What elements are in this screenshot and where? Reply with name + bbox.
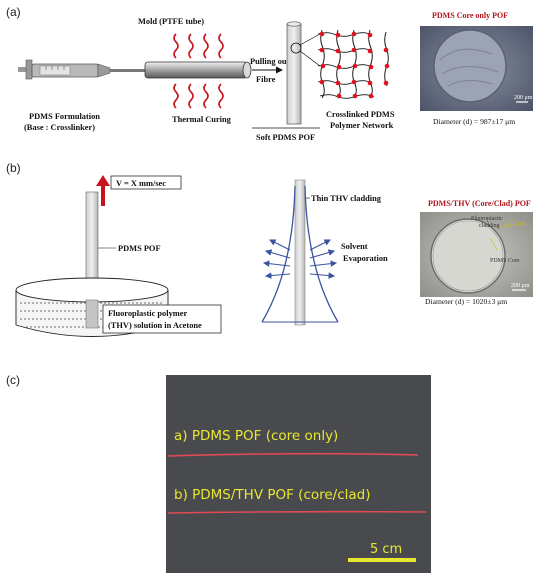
diameter-a: Diameter (d) = 987±17 μm	[433, 117, 515, 126]
heat-waves-bottom-icon	[173, 83, 224, 109]
solution-label-2: (THV) solution in Acetone	[108, 321, 202, 330]
pull-up-arrow-icon	[96, 175, 110, 206]
network-label: Crosslinked PDMS	[326, 110, 395, 119]
panel-a-tag: (a)	[6, 5, 21, 19]
clad-fibre	[261, 179, 339, 326]
thickness-label: ~10.2 μm	[503, 221, 526, 227]
panel-b-tag: (b)	[6, 161, 21, 175]
beaker	[15, 277, 169, 337]
pof-label: PDMS POF	[118, 244, 161, 253]
micro-a-title: PDMS Core only POF	[432, 11, 508, 20]
fiber-photo	[166, 375, 431, 573]
cladding-label: Thin THV cladding	[311, 194, 382, 203]
micrograph-a: 200 μm	[420, 26, 533, 111]
scale-bar	[348, 558, 416, 562]
mold-label: Mold (PTFE tube)	[138, 17, 204, 26]
micro-b-title: PDMS/THV (Core/Clad) POF	[428, 199, 531, 208]
pulling-fibre-label: Fibre	[256, 75, 276, 84]
fiber-a-label: a) PDMS POF (core only)	[174, 428, 338, 444]
pulling-label: Pulling out	[250, 57, 290, 66]
panel-b: (b) V = X mm/sec PDMS POF Fluoroplastic …	[6, 161, 533, 337]
fluoroplastic-label: Fluoroplastic	[471, 216, 503, 222]
fiber-b-label: b) PDMS/THV POF (core/clad)	[174, 487, 371, 503]
micrograph-b: Fluoroplastic cladding ~10.2 μm PDMS Cor…	[420, 212, 533, 297]
speed-label: V = X mm/sec	[116, 179, 166, 188]
speed-box	[110, 175, 182, 190]
zoom-circle-icon	[290, 42, 302, 54]
panel-a: (a) PDMS Formulation (Base : Crosslinker…	[6, 5, 533, 142]
diameter-b: Diameter (d) = 1020±3 μm	[425, 297, 507, 306]
syringe-icon	[18, 59, 146, 80]
scale-label: 5 cm	[370, 542, 402, 557]
fiber-a-line	[167, 452, 419, 457]
panel-c-tag: (c)	[6, 373, 20, 387]
evaporation-label: Evaporation	[343, 254, 388, 263]
solution-box	[102, 304, 222, 334]
solvent-label: Solvent	[341, 242, 368, 251]
cladding-micro-label: cladding	[479, 223, 500, 229]
heat-waves-top-icon	[173, 33, 224, 59]
evaporation-arrows-icon	[262, 239, 338, 279]
panel-c: (c) a) PDMS POF (core only) b) PDMS/THV …	[6, 373, 431, 573]
network-label-2: Polymer Network	[330, 121, 394, 130]
micro-a-scale: 200 μm	[514, 95, 533, 101]
soft-pof-rod	[286, 23, 302, 125]
formulation-label: PDMS Formulation	[29, 112, 100, 121]
crosslink-points	[319, 31, 390, 99]
curing-label: Thermal Curing	[172, 115, 232, 124]
core-label: PDMS Core	[490, 258, 520, 264]
soft-pof-label: Soft PDMS POF	[256, 133, 315, 142]
solution-label: Fluoroplastic polymer	[108, 309, 187, 318]
crosslinked-network-icon	[317, 29, 389, 99]
fiber-b-line	[167, 510, 427, 514]
formulation-ratio-label: (Base : Crosslinker)	[24, 123, 95, 132]
micro-b-scale: 200 μm	[511, 283, 530, 289]
mold-tube	[144, 61, 248, 79]
